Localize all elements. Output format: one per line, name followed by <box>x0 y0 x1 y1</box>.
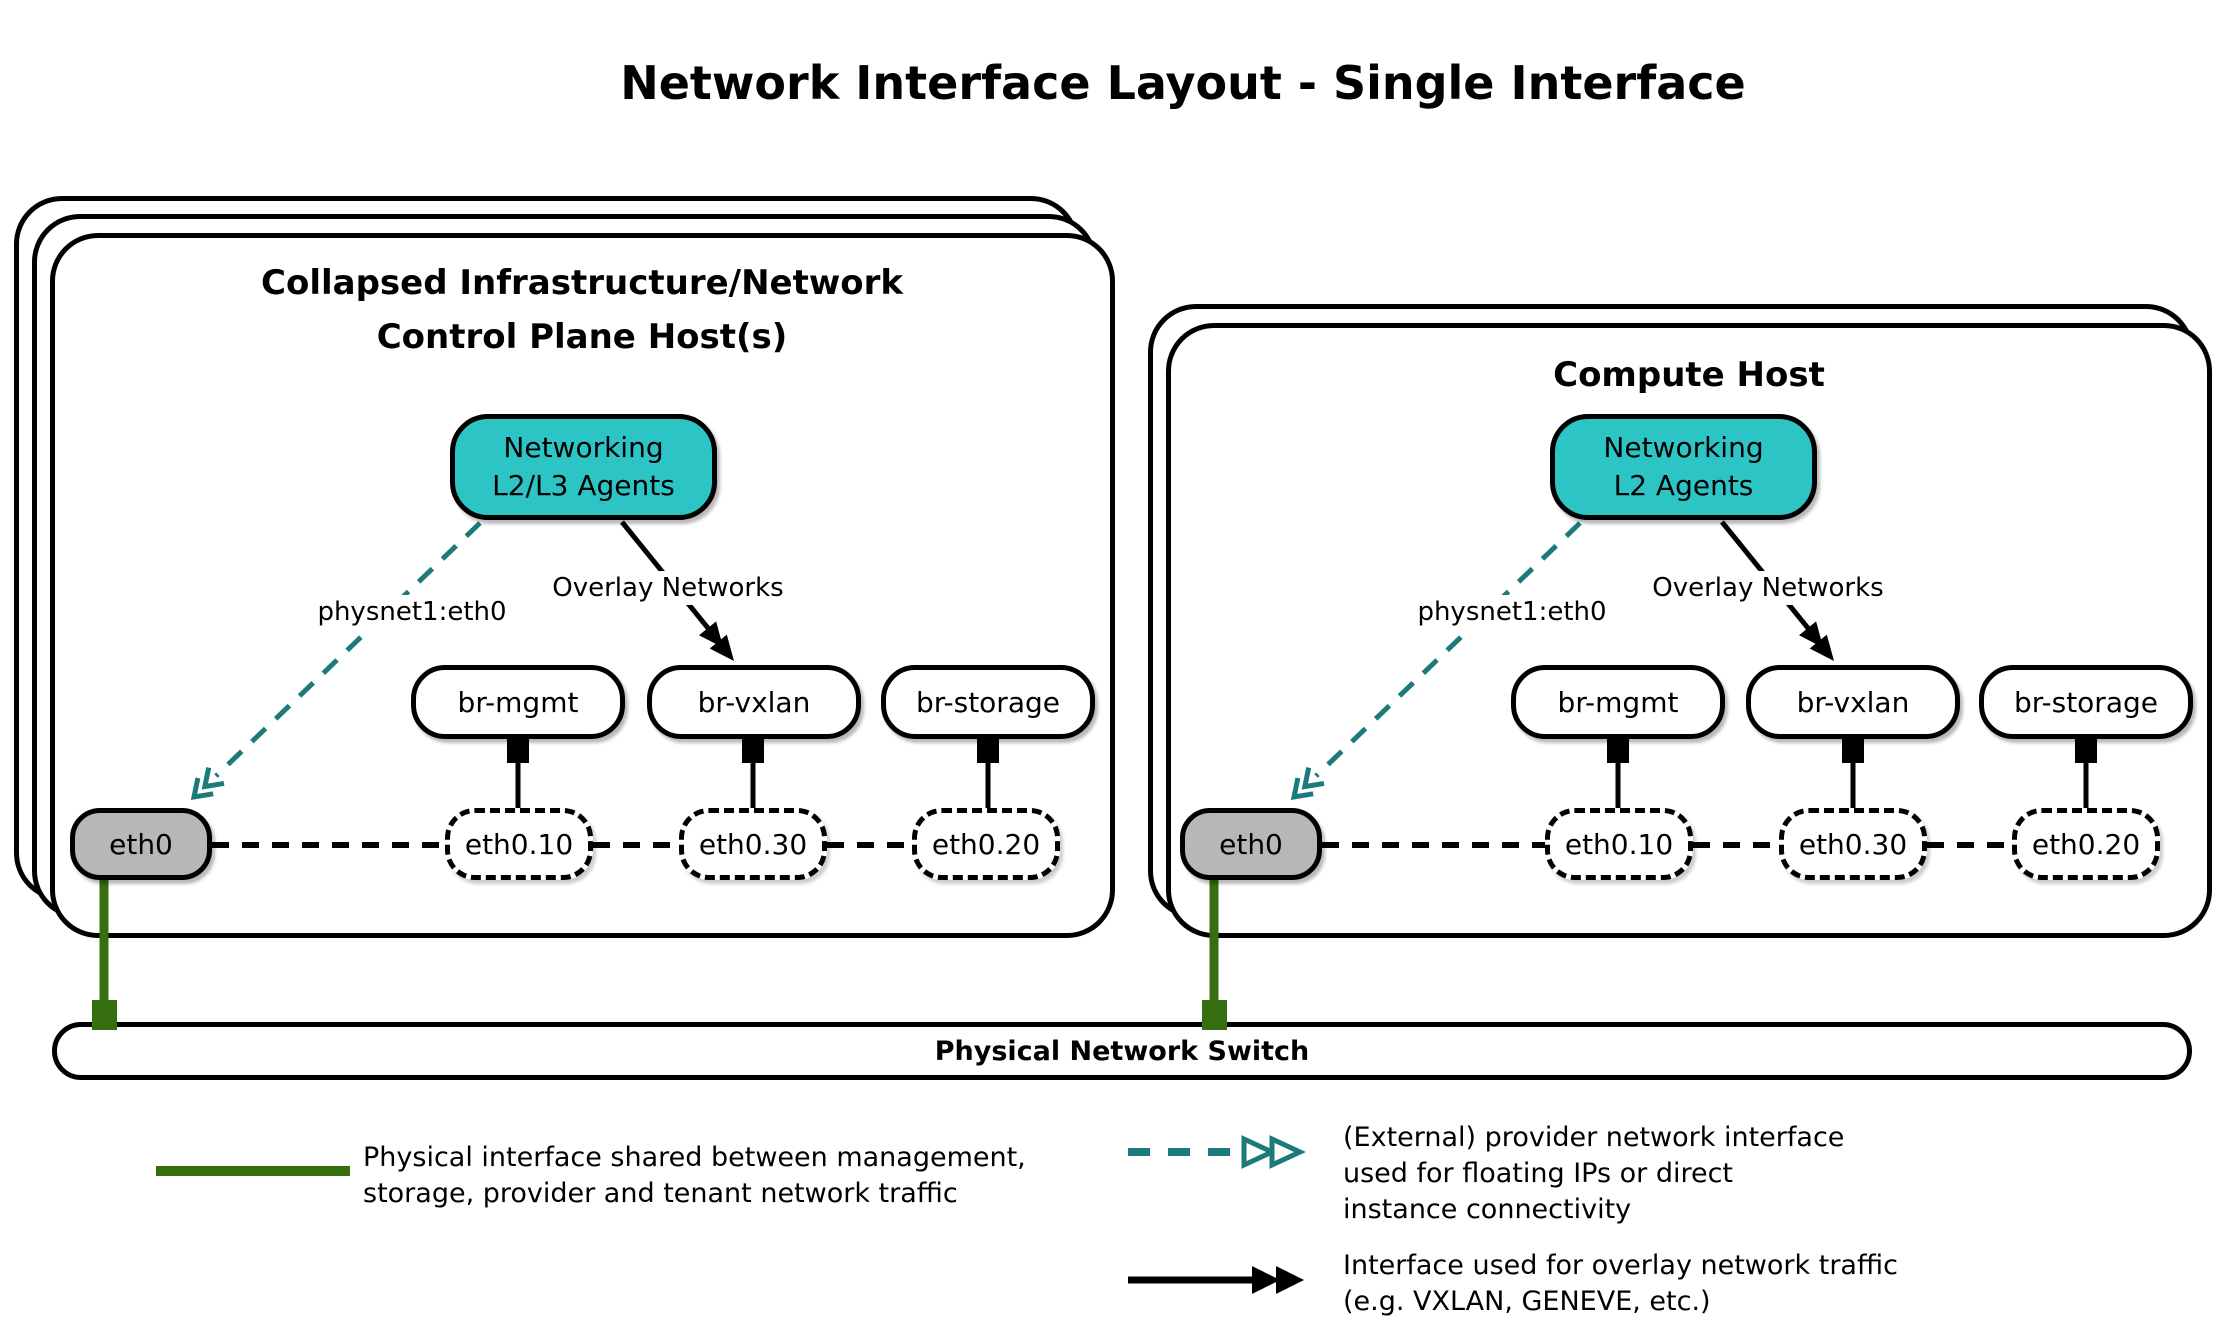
legend-provider-arrow-icon <box>1128 1135 1306 1169</box>
legend-overlay-arrow-icon <box>1128 1266 1304 1294</box>
control-bridge-links <box>507 737 999 812</box>
control-provider-edge <box>190 521 482 801</box>
control-overlay-edge <box>620 520 734 661</box>
control-physical-uplink <box>92 878 117 1030</box>
compute-physical-uplink <box>1202 878 1227 1030</box>
compute-overlay-edge <box>1720 520 1834 661</box>
physical-network-switch: Physical Network Switch <box>52 1022 2192 1080</box>
physical-network-switch-label: Physical Network Switch <box>934 1035 1310 1067</box>
compute-provider-edge <box>1290 521 1582 801</box>
compute-bridge-links <box>1607 737 2097 812</box>
